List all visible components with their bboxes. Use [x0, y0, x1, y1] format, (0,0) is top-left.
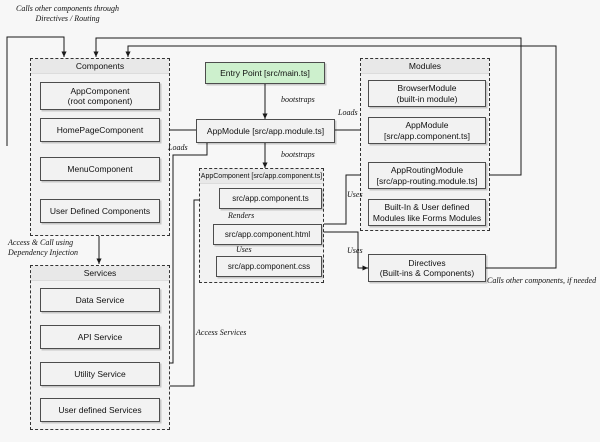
group-app-component-title: AppComponent [src/app.component.ts] — [200, 169, 323, 184]
node-app-routing-module[interactable]: AppRoutingModule [src/app-routing.module… — [368, 162, 486, 189]
note-calls-other-components: Calls other components through Directive… — [16, 4, 119, 24]
node-label: Utility Service — [74, 368, 126, 379]
node-label: BrowserModule — [397, 83, 457, 94]
node-user-defined-services[interactable]: User defined Services — [40, 398, 160, 422]
node-data-service[interactable]: Data Service — [40, 288, 160, 312]
node-label: API Service — [77, 331, 123, 342]
node-builtin-user-modules[interactable]: Built-In & User defined Modules like For… — [368, 199, 486, 226]
node-label: MenuComponent — [67, 163, 133, 174]
note-dependency-injection: Access & Call using Dependency Injection — [8, 238, 78, 258]
node-label: AppModule — [405, 120, 449, 131]
node-sublabel: (root component) — [67, 96, 133, 106]
node-label: src/app.component.css — [227, 261, 311, 271]
node-sublabel: Modules like Forms Modules — [372, 212, 482, 223]
node-label: Entry Point [src/main.ts] — [220, 67, 310, 78]
node-modules-app-module[interactable]: AppModule [src/app.component.ts] — [368, 117, 486, 144]
label-bootstraps-entry: bootstraps — [281, 95, 315, 104]
node-app-component-ts[interactable]: src/app.component.ts — [219, 188, 322, 209]
node-app-component-root[interactable]: AppComponent (root component) — [40, 82, 160, 110]
note-line-1: Calls other components through — [16, 4, 120, 13]
node-label: AppRoutingModule — [390, 165, 464, 176]
node-label: User defined Services — [58, 404, 142, 415]
node-label: HomePageComponent — [56, 124, 144, 135]
note-line-2: Directives / Routing — [35, 14, 100, 23]
node-entry-point[interactable]: Entry Point [src/main.ts] — [205, 62, 325, 84]
node-utility-service[interactable]: Utility Service — [40, 362, 160, 386]
node-label: Directives — [408, 257, 446, 268]
note-line-2: Dependency Injection — [8, 248, 78, 257]
node-label: Built-In & User defined — [384, 202, 470, 213]
label-uses-directives: Uses — [347, 246, 363, 255]
node-label: Data Service — [75, 294, 125, 305]
node-label: User Defined Components — [49, 205, 151, 216]
label-uses-css: Uses — [236, 245, 252, 254]
node-sublabel: (Built-ins & Components) — [379, 268, 475, 278]
wire-directives-to-components — [125, 45, 557, 269]
label-bootstraps-component: bootstraps — [281, 150, 315, 159]
note-line-1: Access & Call using — [8, 238, 74, 247]
label-loads-right: Loads — [338, 108, 358, 117]
node-app-component-css[interactable]: src/app.component.css — [216, 256, 322, 277]
label-renders: Renders — [228, 211, 255, 220]
node-label: src/app.component.html — [224, 229, 311, 239]
group-services-title: Services — [31, 266, 169, 281]
node-label: AppModule [src/app.module.ts] — [206, 125, 325, 136]
node-sublabel: (built-in module) — [396, 93, 458, 104]
label-uses-routing: Uses — [347, 190, 363, 199]
group-components-title: Components — [31, 59, 169, 74]
node-browser-module[interactable]: BrowserModule (built-in module) — [368, 80, 486, 107]
node-sublabel: [src/app-routing.module.ts] — [376, 175, 478, 186]
node-label: src/app.component.ts — [232, 193, 309, 203]
node-user-defined-components[interactable]: User Defined Components — [40, 199, 160, 223]
node-sublabel: [src/app.component.ts] — [384, 130, 470, 141]
label-loads-left: Loads — [168, 143, 188, 152]
note-calls-other-components-if-needed: Calls other components, if needed — [487, 276, 597, 285]
node-label: AppComponent — [70, 85, 130, 96]
node-app-module[interactable]: AppModule [src/app.module.ts] — [196, 119, 335, 143]
node-api-service[interactable]: API Service — [40, 325, 160, 349]
group-modules-title: Modules — [361, 59, 489, 74]
label-access-services: Access Services — [196, 328, 247, 337]
node-app-component-html[interactable]: src/app.component.html — [213, 224, 322, 245]
node-home-page-component[interactable]: HomePageComponent — [40, 118, 160, 142]
node-directives[interactable]: Directives (Built-ins & Components) — [368, 254, 486, 282]
node-menu-component[interactable]: MenuComponent — [40, 157, 160, 181]
